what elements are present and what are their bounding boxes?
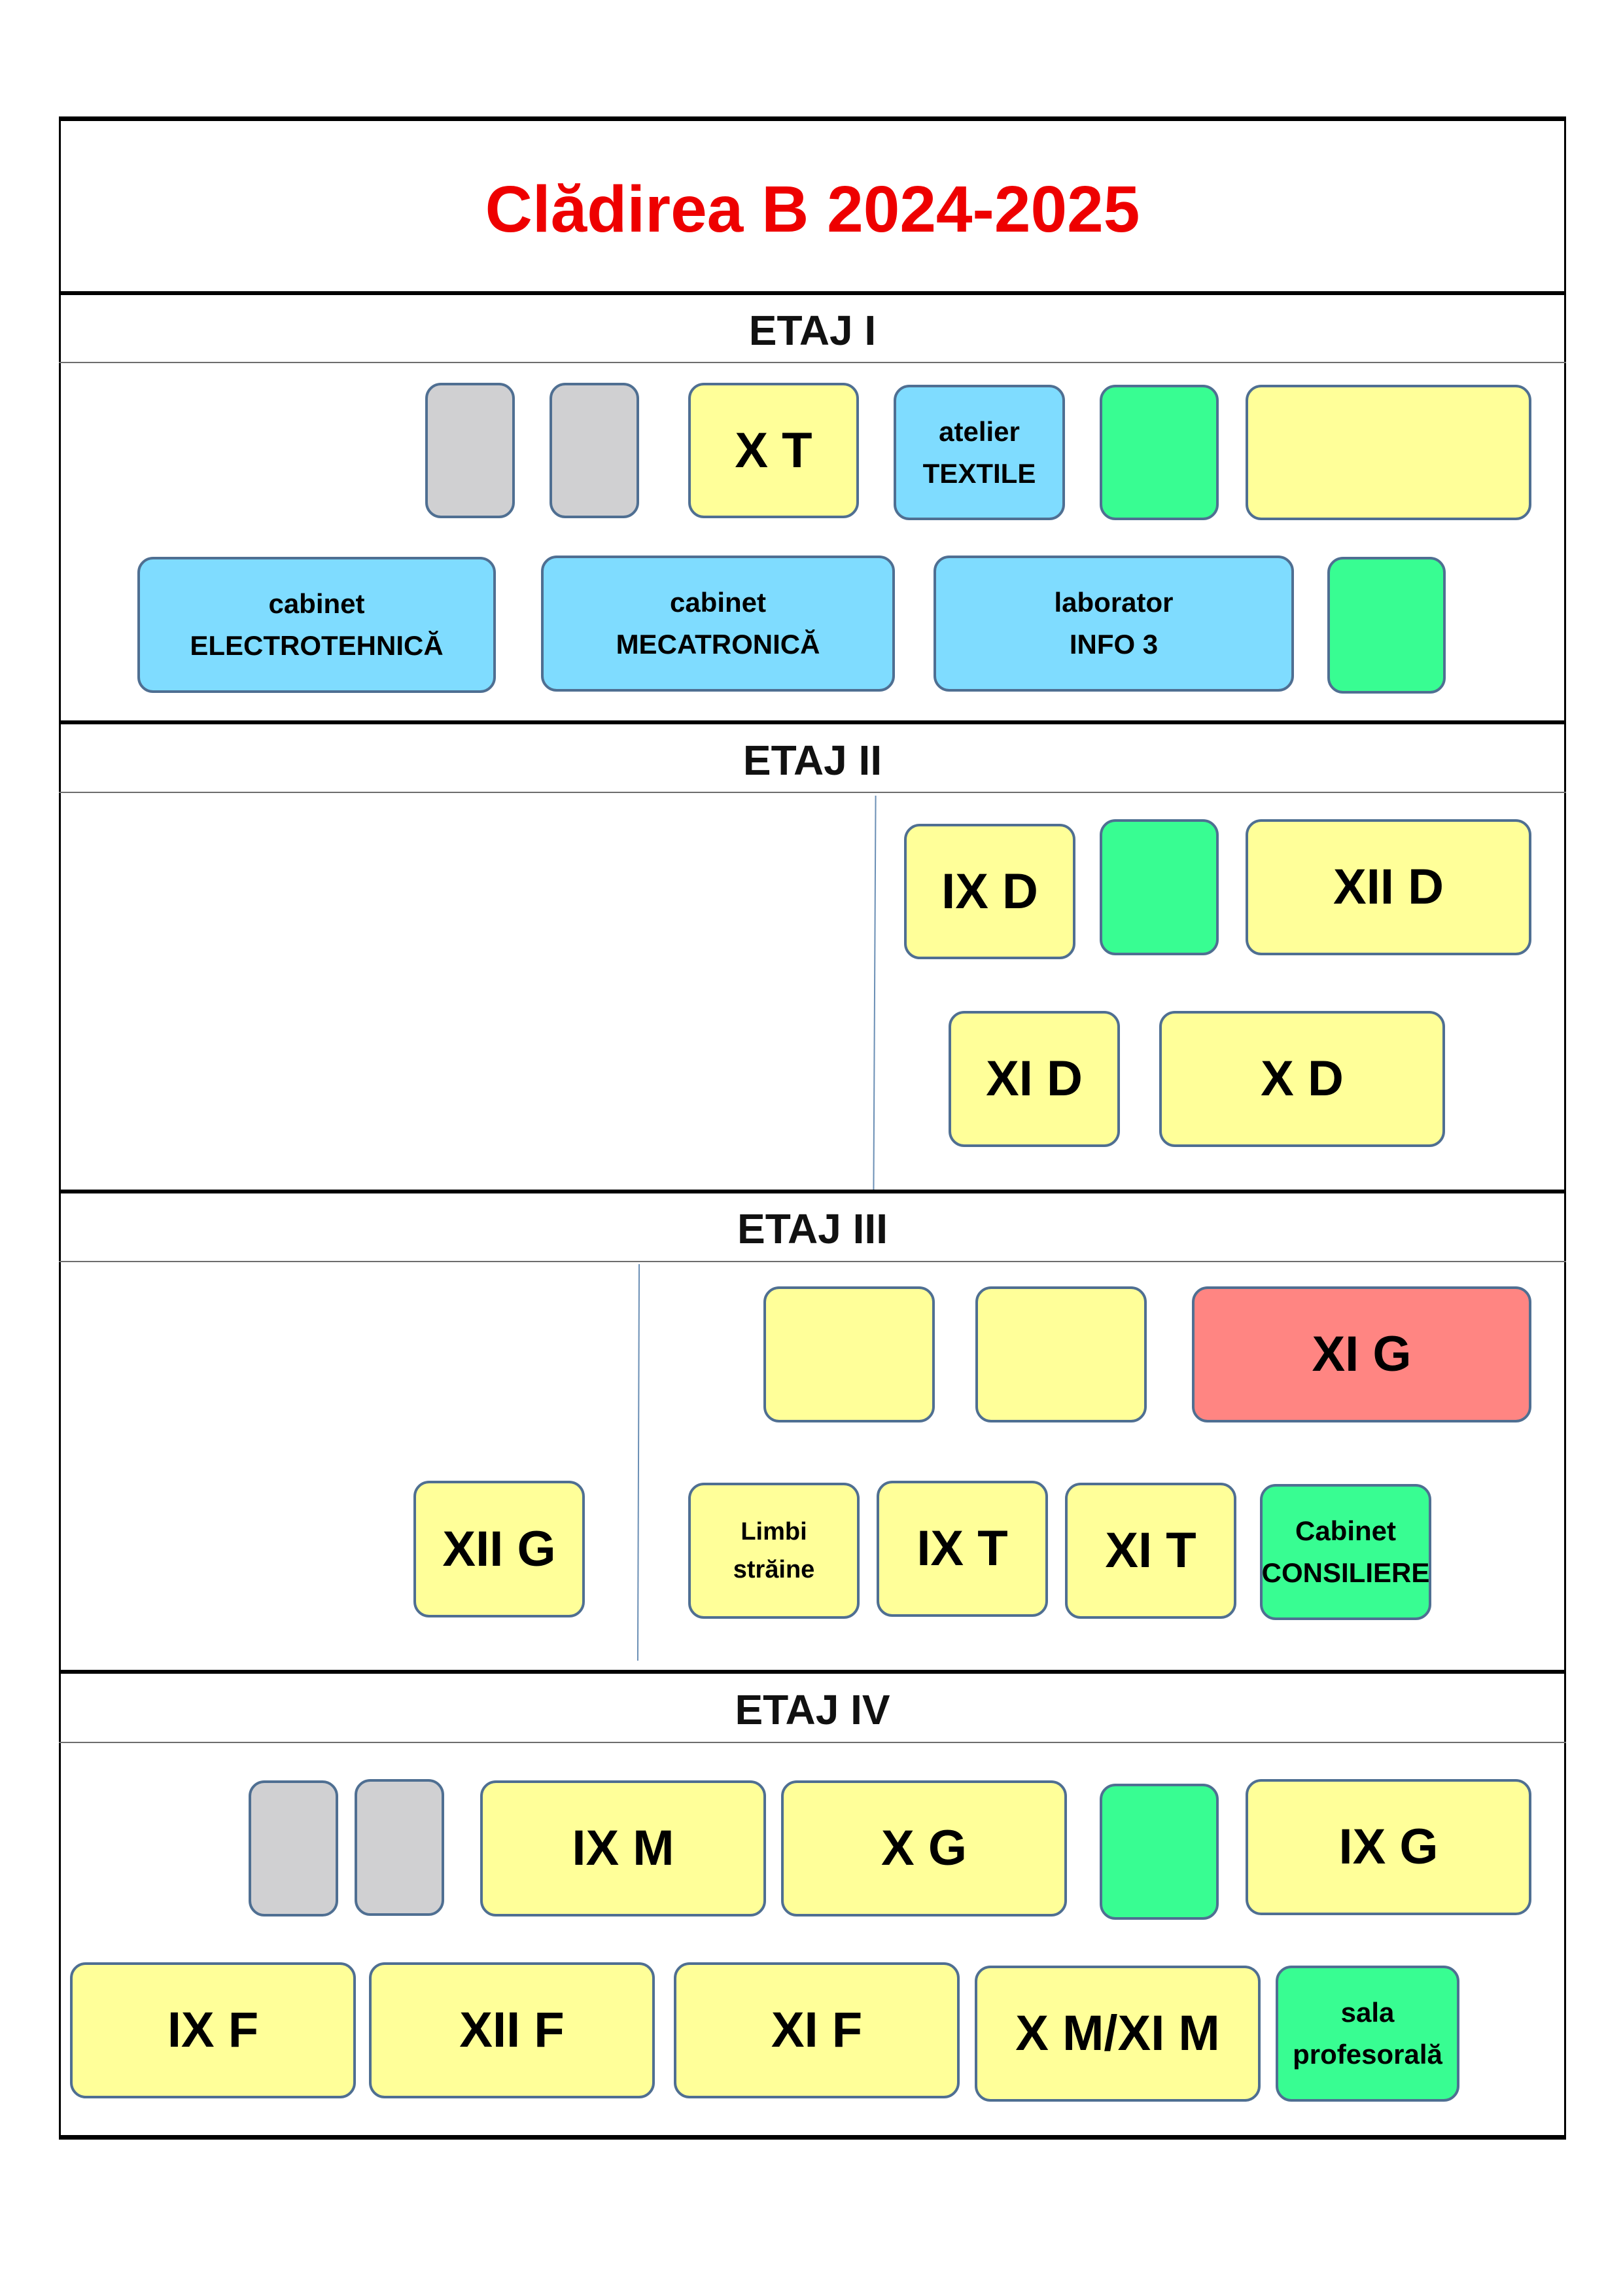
room-sala-profesorala[interactable]: sala profesorală	[1276, 1966, 1459, 2102]
room-ix-f[interactable]: IX F	[70, 1962, 356, 2098]
room-label: laborator	[1054, 587, 1174, 618]
divider-title	[59, 291, 1566, 295]
room-laborator-info-3[interactable]: laborator INFO 3	[934, 556, 1294, 692]
room-label: X T	[735, 422, 812, 478]
room-label: Cabinet	[1295, 1515, 1396, 1546]
room-xi-d[interactable]: XI D	[949, 1011, 1120, 1147]
room-label: IX G	[1338, 1819, 1439, 1875]
room-label: INFO 3	[1069, 629, 1159, 660]
room-label: sala	[1340, 1997, 1395, 2028]
room-label: IX T	[916, 1521, 1008, 1576]
room-x-d[interactable]: X D	[1159, 1011, 1445, 1147]
room-label: X D	[1261, 1051, 1344, 1106]
room-label: XII G	[442, 1521, 556, 1577]
room-atelier-textile[interactable]: atelier TEXTILE	[894, 385, 1065, 520]
room-label: ELECTROTEHNICĂ	[190, 630, 444, 661]
room-empty[interactable]	[975, 1286, 1147, 1422]
room-label: cabinet	[669, 587, 767, 618]
room-xi-g[interactable]: XI G	[1192, 1286, 1531, 1422]
room-label: MECATRONICĂ	[616, 629, 820, 660]
room-storage[interactable]	[425, 383, 515, 518]
floor-label-3: ETAJ III	[737, 1205, 888, 1252]
room-label: profesorală	[1293, 2039, 1442, 2070]
room-x-t[interactable]: X T	[688, 383, 859, 518]
divider-floor-3	[59, 1190, 1566, 1193]
room-label: XII F	[459, 2002, 565, 2058]
room-ix-t[interactable]: IX T	[877, 1481, 1048, 1617]
room-toilet[interactable]	[1100, 385, 1219, 520]
room-label: XI T	[1105, 1523, 1196, 1578]
label-rule-2	[59, 792, 1566, 793]
room-xii-f[interactable]: XII F	[369, 1962, 655, 2098]
room-xi-f[interactable]: XI F	[674, 1962, 960, 2098]
room-label: atelier	[939, 415, 1020, 447]
room-ix-d[interactable]: IX D	[904, 824, 1075, 959]
label-rule-1	[59, 362, 1566, 363]
room-label: X M/XI M	[1015, 2005, 1220, 2061]
room-x-m-xi-m[interactable]: X M/XI M	[975, 1966, 1261, 2102]
room-label: IX F	[167, 2002, 259, 2058]
room-cabinet-consiliere[interactable]: Cabinet CONSILIERE	[1260, 1484, 1431, 1620]
floor-label-1: ETAJ I	[748, 307, 877, 354]
room-label: cabinet	[268, 588, 365, 619]
room-storage[interactable]	[550, 383, 639, 518]
room-label: X G	[881, 1820, 967, 1876]
room-ix-m[interactable]: IX M	[480, 1780, 766, 1916]
room-cabinet-electrotehnica[interactable]: cabinet ELECTROTEHNICĂ	[137, 557, 496, 693]
room-xii-d[interactable]: XII D	[1246, 819, 1531, 955]
room-xi-t[interactable]: XI T	[1065, 1483, 1236, 1619]
room-empty[interactable]	[763, 1286, 935, 1422]
room-empty[interactable]	[1246, 385, 1531, 520]
room-label: CONSILIERE	[1261, 1557, 1430, 1588]
floor-label-2: ETAJ II	[742, 737, 882, 784]
label-rule-4	[59, 1742, 1566, 1743]
room-x-g[interactable]: X G	[781, 1780, 1067, 1916]
room-toilet[interactable]	[1327, 557, 1446, 694]
room-label: XI D	[986, 1051, 1083, 1106]
room-label: străine	[733, 1556, 815, 1583]
room-toilet[interactable]	[1100, 1784, 1219, 1920]
room-label: TEXTILE	[922, 457, 1036, 489]
label-rule-3	[59, 1261, 1566, 1262]
building-frame	[59, 116, 1566, 2140]
room-label: XI G	[1312, 1326, 1412, 1382]
room-limbi-straine[interactable]: Limbi străine	[688, 1483, 860, 1619]
room-xii-g[interactable]: XII G	[413, 1481, 585, 1617]
room-storage[interactable]	[355, 1779, 444, 1916]
room-cabinet-mecatronica[interactable]: cabinet MECATRONICĂ	[541, 556, 895, 692]
room-label: XII D	[1333, 859, 1444, 915]
room-label: Limbi	[741, 1518, 807, 1545]
room-toilet[interactable]	[1100, 819, 1219, 955]
page-title: Clădirea B 2024-2025	[485, 173, 1140, 246]
room-ix-g[interactable]: IX G	[1246, 1779, 1531, 1915]
divider-floor-4	[59, 1670, 1566, 1674]
room-label: IX M	[572, 1820, 674, 1876]
divider-floor-2	[59, 720, 1566, 724]
floor-label-4: ETAJ IV	[735, 1686, 890, 1733]
room-storage[interactable]	[249, 1780, 338, 1916]
room-label: IX D	[941, 863, 1038, 919]
room-label: XI F	[771, 2002, 863, 2058]
